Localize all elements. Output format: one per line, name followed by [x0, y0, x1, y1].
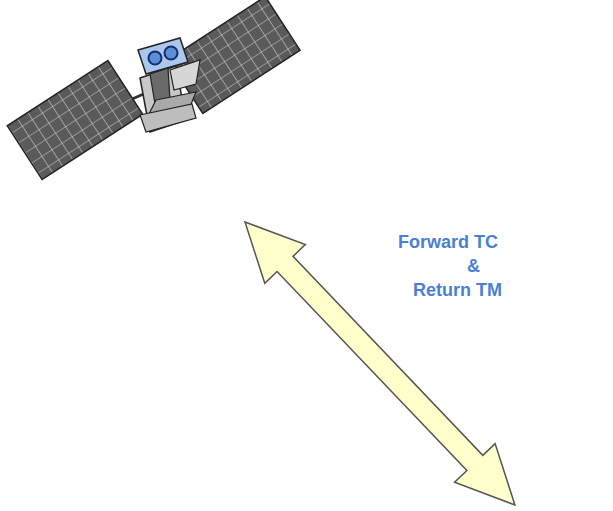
- link-arrow: [225, 203, 535, 511]
- solar-panel: [7, 60, 142, 179]
- link-label: Return TM: [413, 280, 502, 300]
- link-label: &: [467, 256, 480, 276]
- instrument-box: [138, 38, 188, 74]
- link-label: Forward TC: [398, 232, 498, 252]
